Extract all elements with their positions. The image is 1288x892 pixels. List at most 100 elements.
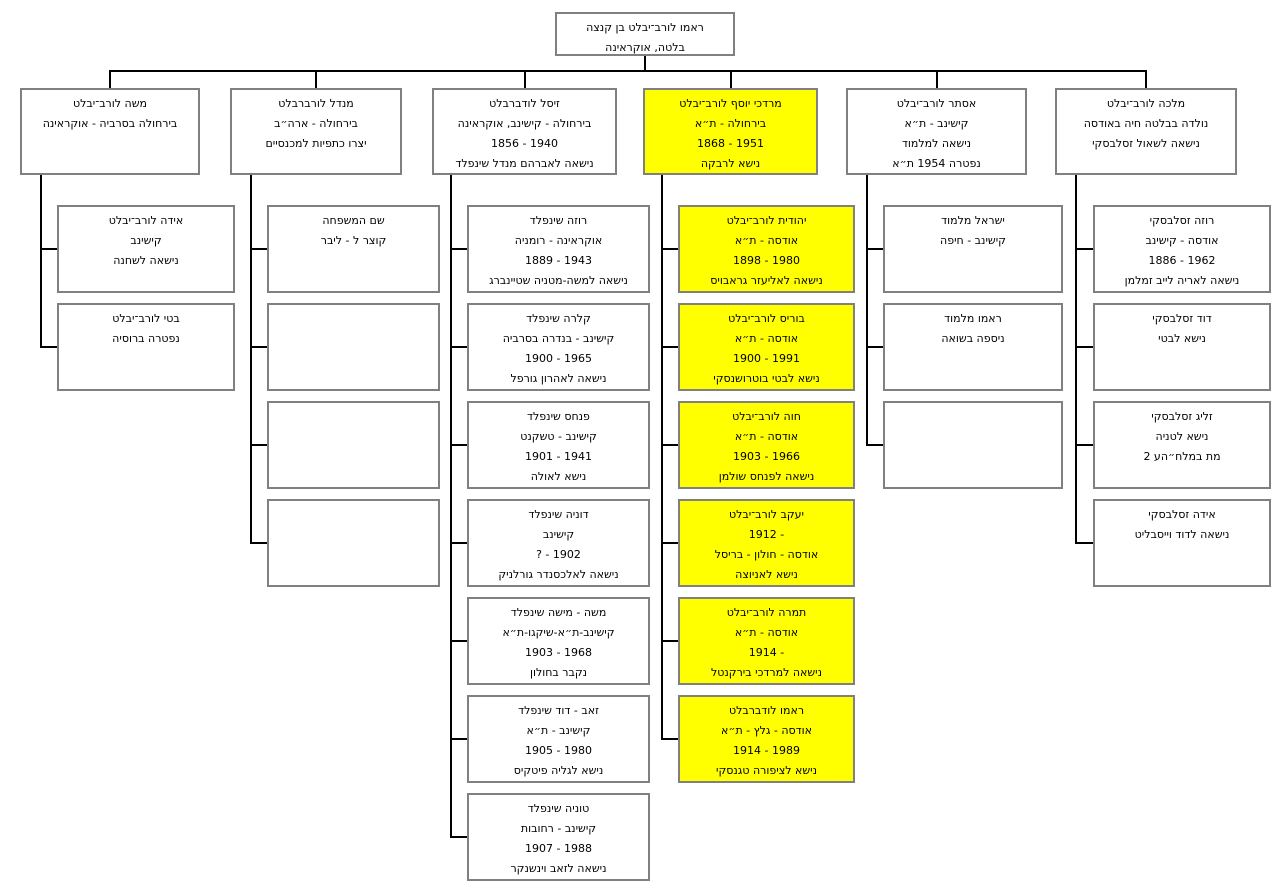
person-text-line: דלפניש הרלק [526,312,591,325]
person-text-line: הינמור - הניארקוא [514,234,603,247]
person-text-line: יקסבלסז לואשל האשינ [1092,137,1200,150]
connector-line [450,640,467,642]
person-text-line: א״ת - הלוחריב [694,117,767,130]
connector-line [644,56,646,70]
person-text-line: בנישיק - הסדוא [1145,234,1219,247]
connector-line [450,248,467,250]
connector-line [315,70,317,88]
person-box[interactable]: דלפניש הרלק היברסב הרדנב - בנישיק 1900 - 1… [467,303,650,391]
connector-line [250,175,252,543]
connector-line [661,346,678,348]
person-text-line: הניארקוא - היברסב הלוחריב [42,117,178,130]
person-text-line: דלפניש דוד - באז [518,704,599,717]
empty-person-box[interactable] [267,401,440,489]
empty-person-box[interactable] [883,401,1063,489]
person-text-line: א״ת-וגקיש-א״ת-בנישיק [502,626,615,639]
person-text-line: טלבי־ברול ףסוי יכדרמ [679,97,782,110]
person-text-line: 1914 - 1989 [733,744,800,757]
person-text-line: יקסבלסז הזור [1149,214,1215,227]
connector-line [250,542,267,544]
person-text-line: בנישיק [130,234,162,247]
person-text-line: 1905 - 1980 [525,744,592,757]
person-text-line: טלבי־ברול הוח [732,410,801,423]
person-text-line: הצנק ןב טלבי־ברול ומאר [586,21,704,34]
person-text-line: טלבי־ברול יטב [112,312,180,325]
empty-person-box[interactable] [267,499,440,587]
person-box[interactable]: טלבי־ברול הדיא בנישיק הנחשל האשינ [57,205,235,293]
person-text-line: הקברל אשינ [700,157,761,170]
person-text-line: סיקטיפ הילגל אשינ [513,764,604,777]
person-text-line: ןמלוש סחנפל האשינ [718,470,815,483]
connector-line [40,248,57,250]
person-text-line: א״ת - ץלג - הסדוא [721,724,812,737]
person-text-line: דלפניש הינוד [528,508,589,521]
connector-line [1075,542,1093,544]
connector-line [109,70,111,88]
person-text-line: טילבסייו דודל האשינ [1134,528,1230,541]
connector-line [866,248,883,250]
person-text-line: 1898 - 1980 [733,254,800,267]
connector-line [250,248,267,250]
connector-line [450,444,467,446]
person-box-header[interactable]: טלבי־ברול השמ הניארקוא - היברסב הלוחריב [20,88,200,175]
person-text-line: טלבי־ברול השמ [73,97,147,110]
person-text-line: דלפניש לדנמ םהרבאל האשינ [455,157,594,170]
person-text-line: ? - 1902 [536,548,581,561]
person-box[interactable]: דלפניש הינוד בנישיק ? - 1902 קינלרוג רדנסכל… [467,499,650,587]
person-text-line: 2 עה״חלמב תמ [1143,450,1221,463]
person-text-line: טלברבדול לסיז [489,97,560,110]
person-text-line: טלבי־ברול סירוב [728,312,805,325]
person-text-line: רקנשניו באזל האשינ [510,862,607,875]
connector-line [1075,175,1077,543]
person-text-line: םייסנכמל תויפתכ ורצי [265,137,367,150]
person-text-line: האושב הפסינ [941,332,1005,345]
person-text-line: טלבי־ברול הרמת [726,606,807,619]
person-text-line: א״ת - הסדוא [734,234,799,247]
person-box[interactable]: טלברבדול ומאר א״ת - ץלג - הסדוא 1914 - 198… [678,695,855,783]
person-text-line: קינלרוג רדנסכלאל האשינ [498,568,619,581]
empty-person-box[interactable] [267,303,440,391]
person-text-line: א״ת 1954 הרטפנ [892,157,981,170]
person-text-line: לטנקריב יכדרמל האשינ [710,666,823,679]
person-text-line: לסירב - ןולוח - הסדוא [714,548,819,561]
person-text-line: החפשמה םש [322,214,385,227]
person-text-line: הינטל אשינ [1155,430,1209,443]
person-text-line: 1903 - 1968 [525,646,592,659]
person-text-line: טלבי־ברול הדיא [108,214,184,227]
person-text-line: היברסב הרדנב - בנישיק [502,332,615,345]
person-text-line: א״ת - בנישיק [904,117,969,130]
connector-line [866,444,883,446]
person-text-line: ןמלמז בייל היראל האשינ [1124,274,1240,287]
connector-line [661,248,678,250]
person-text-line: בנישיק [542,528,575,541]
person-text-line: 1900 - 1965 [525,352,592,365]
person-text-line: הנחשל האשינ [113,254,179,267]
connector-line [729,70,732,88]
person-text-line: טלברבדול ומאר [728,704,805,717]
